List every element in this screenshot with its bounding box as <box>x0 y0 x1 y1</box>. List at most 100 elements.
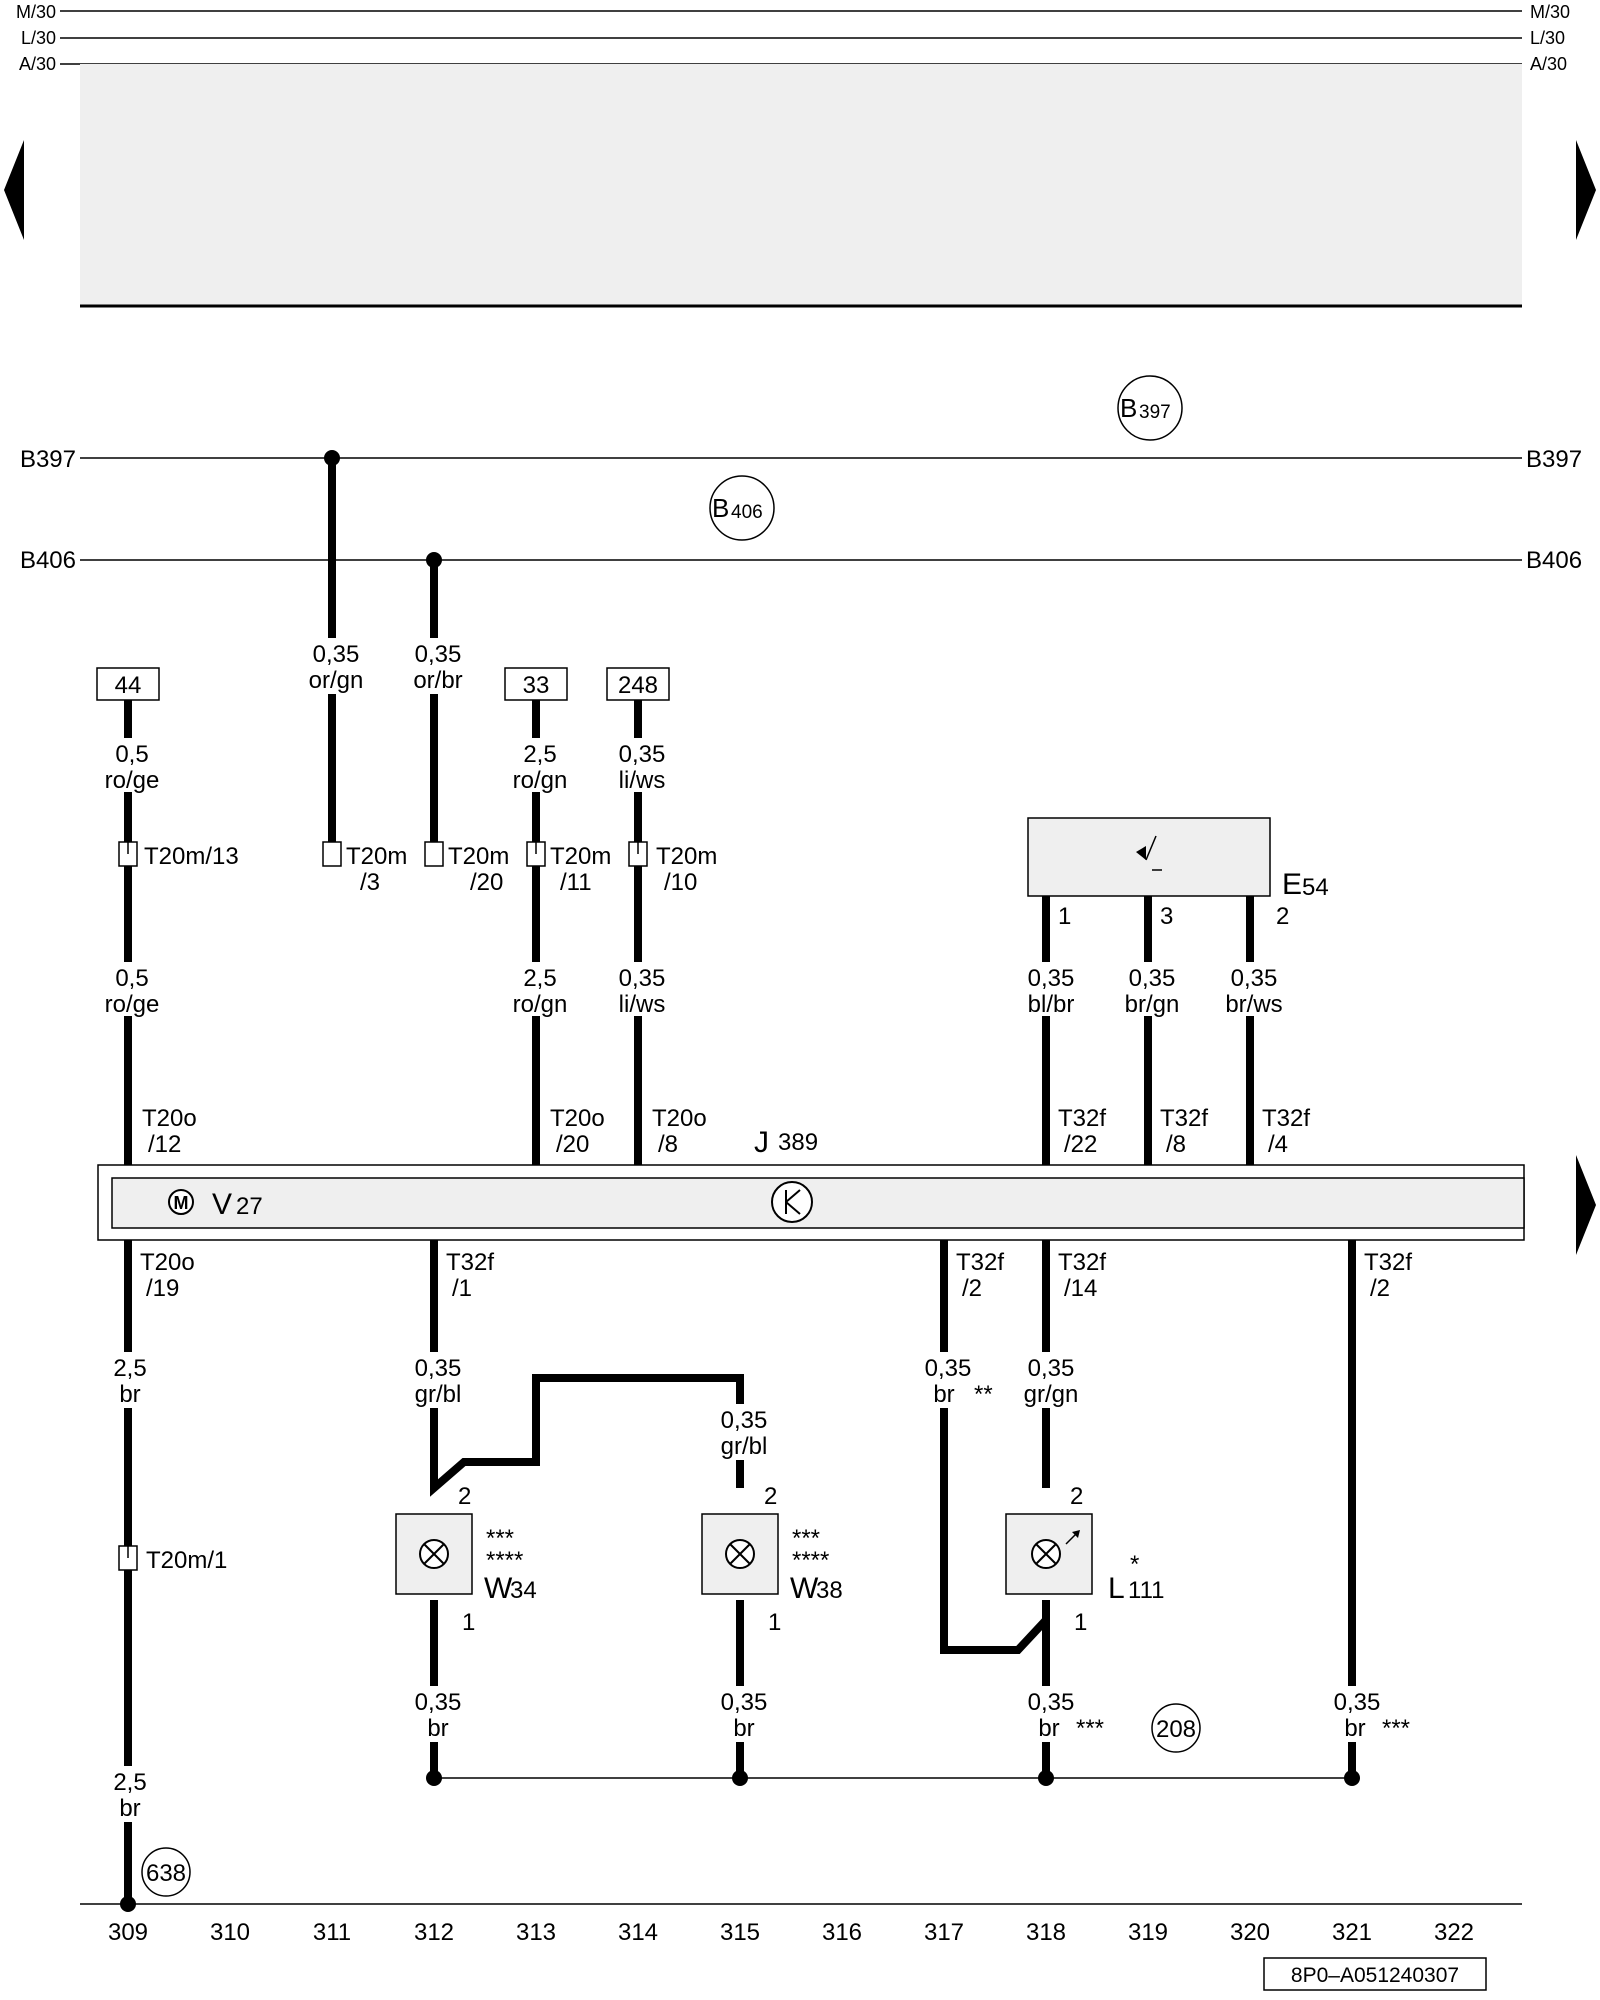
svg-text:0,5: 0,5 <box>115 741 148 768</box>
scale-number-322: 322 <box>1434 1919 1474 1946</box>
svg-text:0,35: 0,35 <box>619 965 666 992</box>
connector-t20m1: T20m/1 <box>118 1545 227 1574</box>
svg-text:or/gn: or/gn <box>309 667 364 694</box>
svg-text:2,5: 2,5 <box>113 1769 146 1796</box>
svg-text:T32f: T32f <box>1160 1105 1208 1132</box>
svg-text:0,35: 0,35 <box>415 1355 462 1382</box>
svg-text:T20o: T20o <box>142 1105 197 1132</box>
connector-t20m10: T20m /10 <box>628 841 717 896</box>
control-unit-icon <box>771 1181 813 1223</box>
scale-number-316: 316 <box>822 1919 862 1946</box>
splice-b397-marker: B 397 <box>1117 375 1183 441</box>
control-unit-j389[interactable]: M V 27 <box>97 1164 1525 1241</box>
svg-text:406: 406 <box>731 502 763 523</box>
svg-text:0,35: 0,35 <box>721 1689 768 1716</box>
svg-text:638: 638 <box>146 1860 186 1887</box>
svg-text:2: 2 <box>1070 1483 1083 1510</box>
svg-text:or/br: or/br <box>413 667 462 694</box>
ground-junction-dots <box>120 1770 1360 1912</box>
scale-number-311: 311 <box>313 1919 351 1946</box>
svg-text:***: *** <box>1076 1715 1104 1742</box>
bus-label-b397-left: B397 <box>20 446 76 473</box>
bus-label-b406-right: B406 <box>1526 547 1582 574</box>
svg-text:T20o: T20o <box>652 1105 707 1132</box>
svg-text:T20o: T20o <box>550 1105 605 1132</box>
scale-number-314: 314 <box>618 1919 658 1946</box>
switch-e54[interactable]: E 54 1 3 2 <box>1027 817 1329 930</box>
svg-text:br: br <box>119 1381 140 1408</box>
svg-text:**: ** <box>974 1381 993 1408</box>
svg-text:0,35: 0,35 <box>1028 1689 1075 1716</box>
svg-text:T20o: T20o <box>140 1249 195 1276</box>
ref-box-44[interactable]: 44 <box>96 667 160 701</box>
svg-text:ro/gn: ro/gn <box>513 991 568 1018</box>
svg-text:bl/br: bl/br <box>1028 991 1075 1018</box>
lamp-l111[interactable]: 2 1 * L 111 <box>1005 1483 1164 1636</box>
svg-text:/8: /8 <box>658 1131 678 1158</box>
scale-number-312: 312 <box>414 1919 454 1946</box>
scale-number-318: 318 <box>1026 1919 1066 1946</box>
svg-text:2,5: 2,5 <box>523 965 556 992</box>
svg-text:3: 3 <box>1160 903 1173 930</box>
lamp-icon <box>1031 1530 1080 1569</box>
lamp-w34[interactable]: 2 1 *** **** W 34 <box>395 1483 537 1636</box>
nav-left-arrow-icon[interactable] <box>4 140 24 240</box>
svg-text:/4: /4 <box>1268 1131 1288 1158</box>
svg-text:T32f: T32f <box>446 1249 494 1276</box>
svg-text:/3: /3 <box>360 869 380 896</box>
ref-box-33[interactable]: 33 <box>504 667 568 701</box>
svg-text:T20m: T20m <box>448 843 509 870</box>
svg-text:2: 2 <box>458 1483 471 1510</box>
svg-text:44: 44 <box>115 672 142 699</box>
power-rails: M/30 L/30 A/30 M/30 L/30 A/30 <box>16 2 1570 74</box>
svg-text:M: M <box>174 1193 189 1213</box>
bus-lines: B397 B397 B406 B406 <box>20 446 1582 574</box>
svg-text:gr/bl: gr/bl <box>415 1381 462 1408</box>
rail-label-l30-left: L/30 <box>21 28 56 48</box>
svg-text:/10: /10 <box>664 869 697 896</box>
ground-ref-208[interactable]: 208 <box>1151 1703 1201 1753</box>
scale-number-313: 313 <box>516 1919 556 1946</box>
svg-text:1: 1 <box>768 1609 781 1636</box>
ref-box-248[interactable]: 248 <box>606 667 670 701</box>
svg-text:br/gn: br/gn <box>1125 991 1180 1018</box>
svg-text:W: W <box>790 1572 819 1605</box>
motor-icon: M <box>168 1189 194 1215</box>
svg-text:br: br <box>119 1795 140 1822</box>
nav-right-arrow-icon[interactable] <box>1576 140 1596 240</box>
svg-text:/20: /20 <box>470 869 503 896</box>
svg-text:34: 34 <box>510 1577 537 1604</box>
module-connectors-top: T20o /12 T20o /20 T20o /8 T32f /22 T32f … <box>142 1105 1310 1159</box>
svg-text:ro/ge: ro/ge <box>105 991 160 1018</box>
svg-text:gr/bl: gr/bl <box>721 1433 768 1460</box>
svg-text:br: br <box>1038 1715 1059 1742</box>
lamp-w38[interactable]: 2 1 *** **** W 38 <box>701 1483 843 1636</box>
svg-text:0,35: 0,35 <box>1028 965 1075 992</box>
rail-label-m30-left: M/30 <box>16 2 56 22</box>
nav-right-arrow-lower-icon[interactable] <box>1576 1155 1596 1255</box>
svg-text:0,5: 0,5 <box>115 965 148 992</box>
lower-wires <box>124 1240 1356 1904</box>
svg-text:T32f: T32f <box>1364 1249 1412 1276</box>
svg-text:T20m: T20m <box>346 843 407 870</box>
svg-text:***: *** <box>486 1525 514 1552</box>
svg-text:/19: /19 <box>146 1275 179 1302</box>
svg-text:0,35: 0,35 <box>1129 965 1176 992</box>
bus-label-b406-left: B406 <box>20 547 76 574</box>
svg-text:br: br <box>933 1381 954 1408</box>
svg-text:/14: /14 <box>1064 1275 1097 1302</box>
connector-t20m3: T20m /3 <box>322 841 407 896</box>
svg-text:111: 111 <box>1128 1577 1164 1604</box>
svg-text:T32f: T32f <box>1262 1105 1310 1132</box>
svg-text:J: J <box>754 1126 769 1159</box>
svg-text:2: 2 <box>764 1483 777 1510</box>
svg-text:****: **** <box>486 1547 523 1574</box>
svg-text:/1: /1 <box>452 1275 472 1302</box>
ground-ref-638[interactable]: 638 <box>141 1847 191 1897</box>
svg-text:38: 38 <box>816 1577 843 1604</box>
svg-text:L: L <box>1108 1572 1125 1605</box>
svg-text:2,5: 2,5 <box>523 741 556 768</box>
svg-text:/8: /8 <box>1166 1131 1186 1158</box>
scale-number-310: 310 <box>210 1919 250 1946</box>
svg-text:V: V <box>212 1188 232 1221</box>
